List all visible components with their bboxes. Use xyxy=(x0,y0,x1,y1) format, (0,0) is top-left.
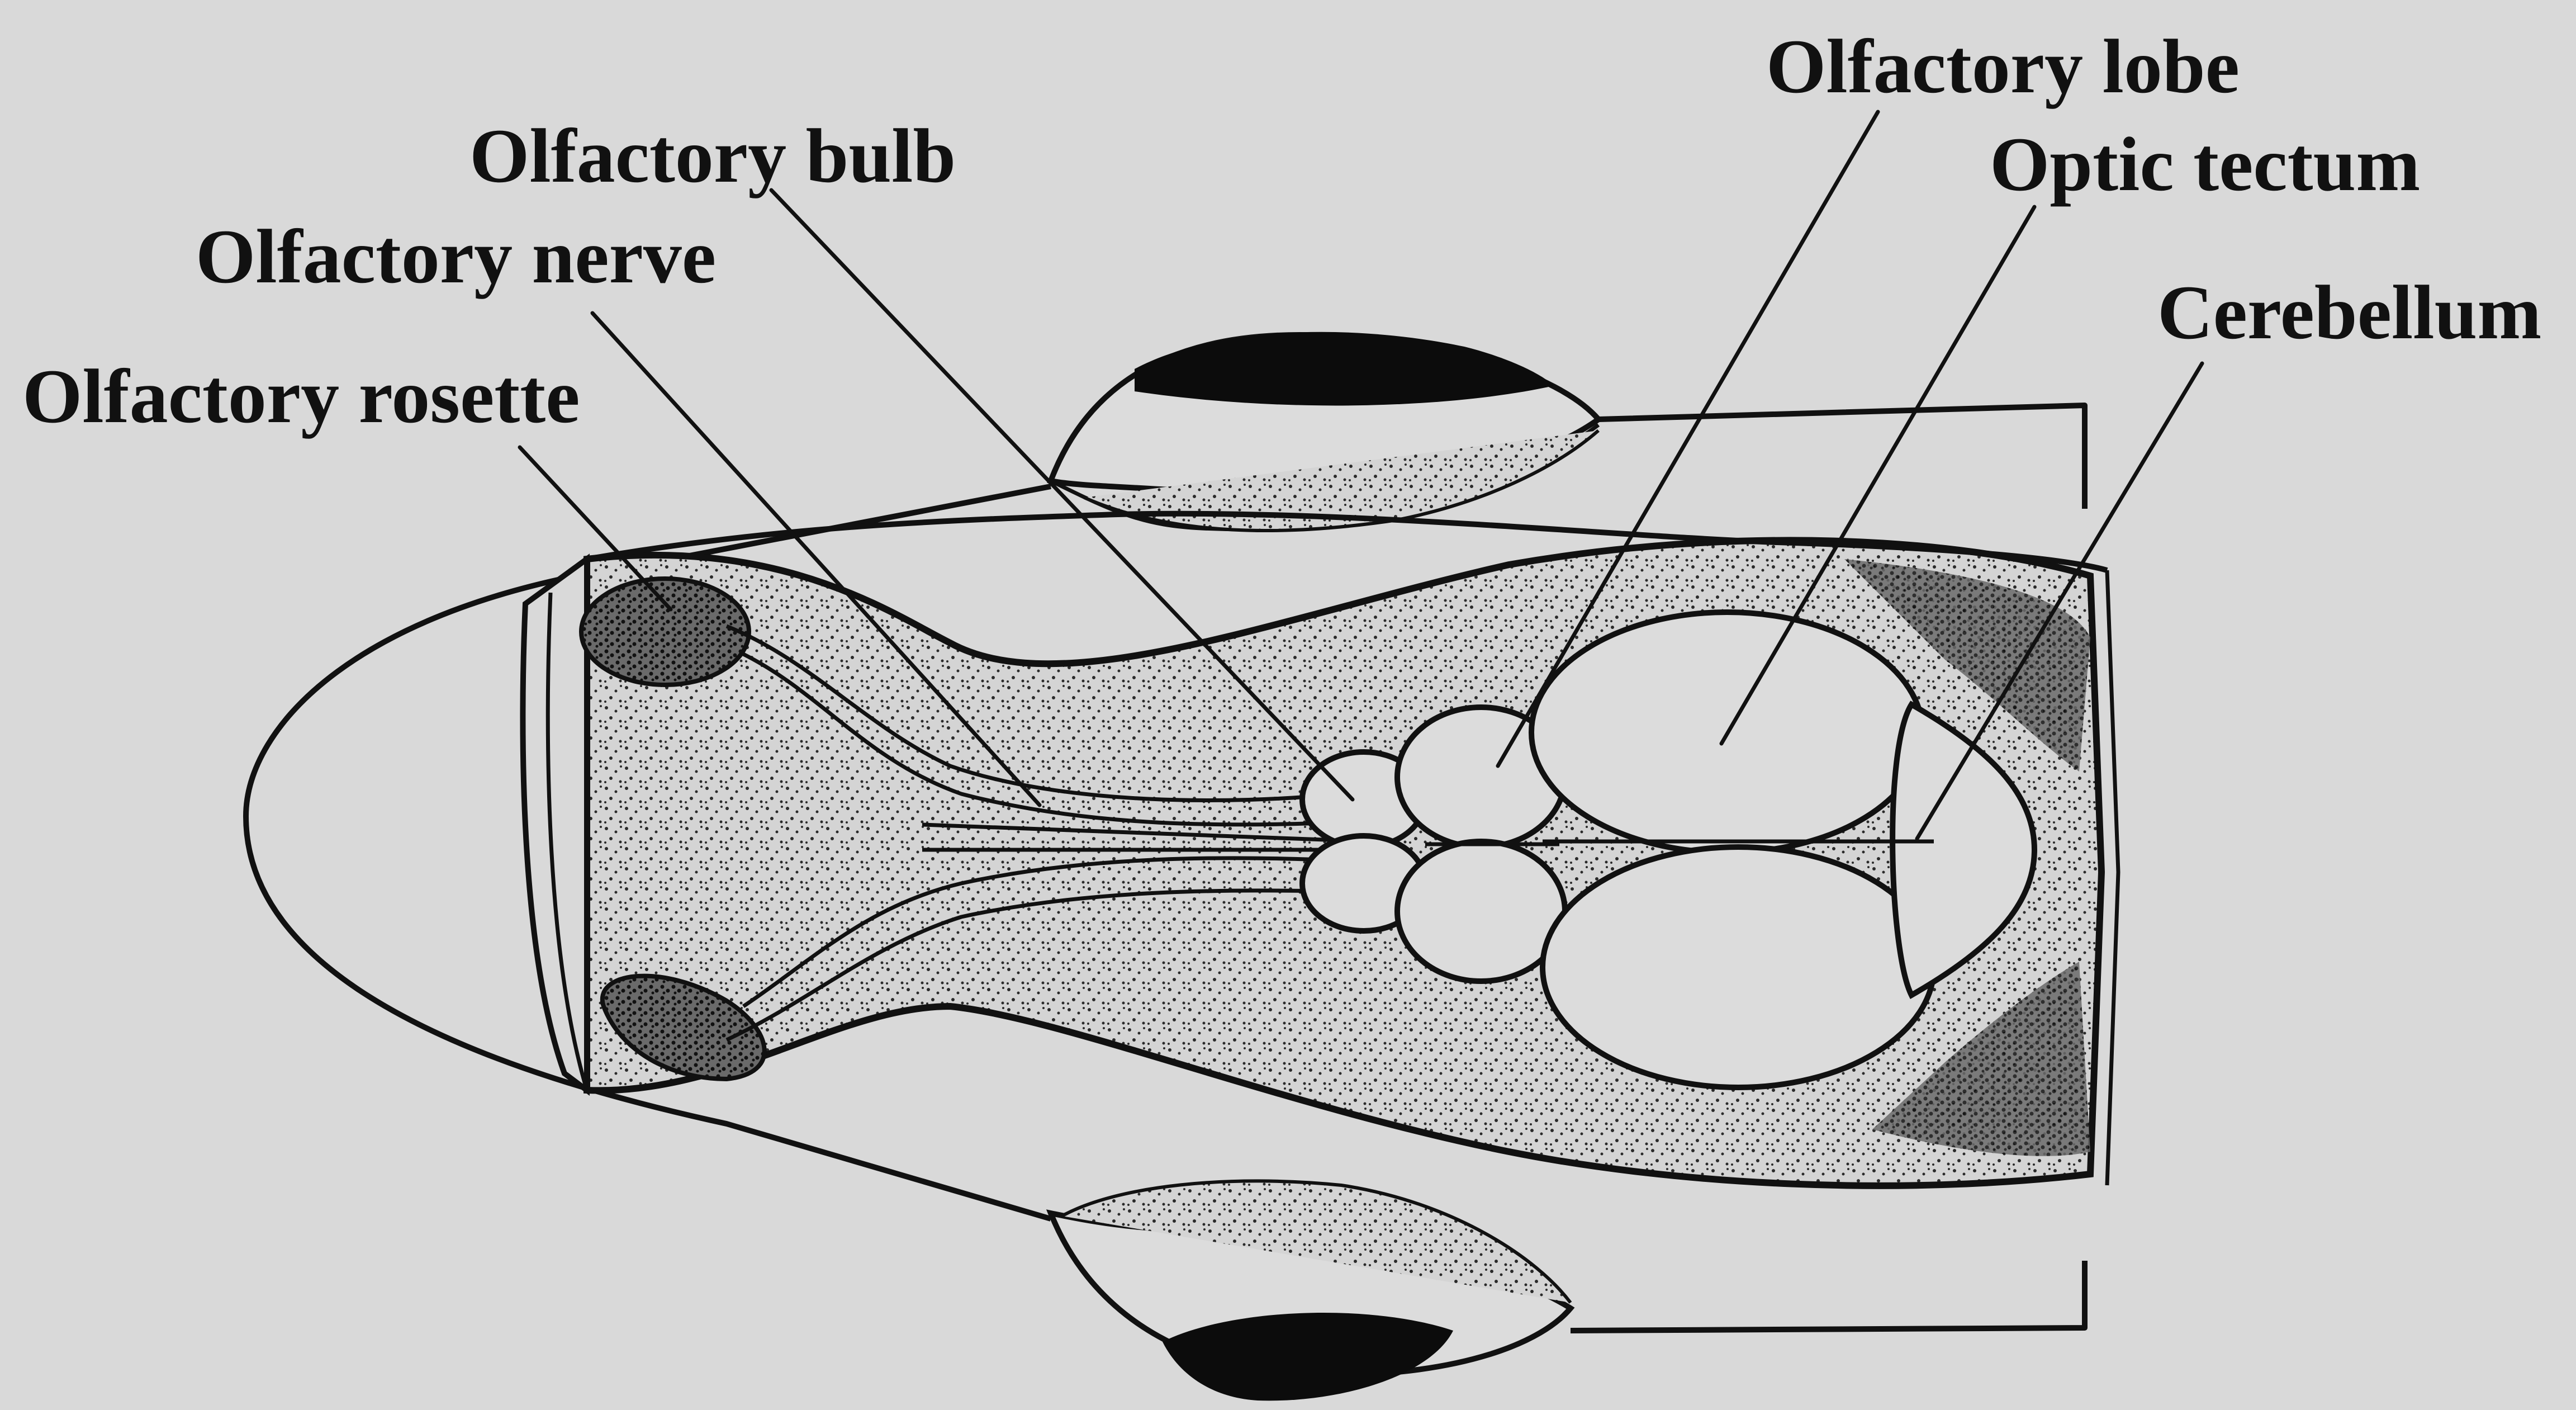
lower-eye xyxy=(1051,1181,2085,1400)
label-cerebellum: Cerebellum xyxy=(2157,269,2541,355)
label-optic-tectum: Optic tectum xyxy=(1990,121,2420,207)
olfactory-lobe-lower xyxy=(1397,841,1565,981)
upper-eye xyxy=(1051,332,2085,531)
label-olfactory-rosette: Olfactory rosette xyxy=(22,353,580,439)
label-olfactory-nerve: Olfactory nerve xyxy=(196,214,716,299)
label-olfactory-bulb: Olfactory bulb xyxy=(469,113,956,198)
label-olfactory-lobe: Olfactory lobe xyxy=(1766,23,2240,109)
olfactory-rosette-upper xyxy=(581,579,749,685)
optic-tectum-lower xyxy=(1543,847,1934,1087)
